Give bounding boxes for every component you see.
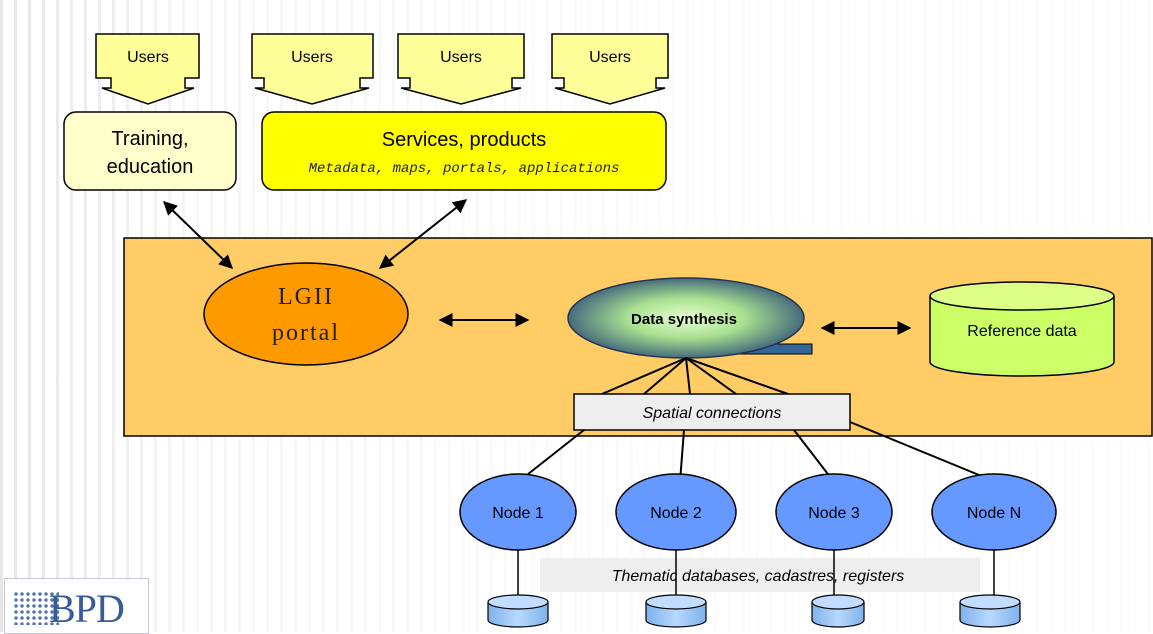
database-cylinder-1 [487,594,549,628]
bpd-logo: BPD [4,578,149,634]
data-synthesis-ellipse: Data synthesis [567,277,813,359]
users-label: Users [440,49,482,66]
node-connection-lines [517,421,997,483]
node-label: Node 3 [808,505,860,522]
node-label: Node N [967,505,1021,522]
users-box-4: Users [551,33,669,105]
users-label: Users [127,49,169,66]
node-2: Node 2 [615,473,737,600]
training-box: Training, education [63,111,237,191]
map-dots-icon [13,591,59,625]
users-label: Users [291,49,333,66]
logo-text: BPD [49,586,125,631]
users-box-3: Users [397,33,525,105]
node-label: Node 1 [492,505,544,522]
services-subtitle: Metadata, maps, portals, applications [309,161,620,177]
thematic-label: Thematic databases, cadastres, registers [612,568,905,585]
node-1: Node 1 [459,473,577,600]
portal-line1: LGII [278,284,334,310]
users-box-1: Users [95,33,200,105]
node-n: Node N [931,473,1057,600]
thematic-band [540,558,980,592]
portal-line2: portal [272,320,340,346]
services-title: Services, products [382,129,547,151]
services-box: Services, products Metadata, maps, porta… [261,111,667,191]
arrow-training-portal [162,201,234,269]
synthesis-connection-lines [601,357,789,395]
users-label: Users [589,49,631,66]
users-box-2: Users [251,33,374,105]
arrow-services-portal [378,199,468,269]
reference-label: Reference data [967,323,1077,340]
node-label: Node 2 [650,505,702,522]
reference-data-cylinder: Reference data [929,281,1115,377]
spatial-connections-label: Spatial connections [643,405,782,422]
synthesis-label: Data synthesis [631,311,737,328]
database-cylinder-4 [959,594,1021,628]
training-line1: Training, [111,128,188,150]
node-3: Node 3 [775,473,893,600]
training-line2: education [107,156,194,178]
portal-ellipse: LGII portal [203,262,409,366]
database-cylinder-2 [645,594,707,628]
spatial-connections-box: Spatial connections [573,393,851,431]
database-cylinder-3 [811,594,865,628]
